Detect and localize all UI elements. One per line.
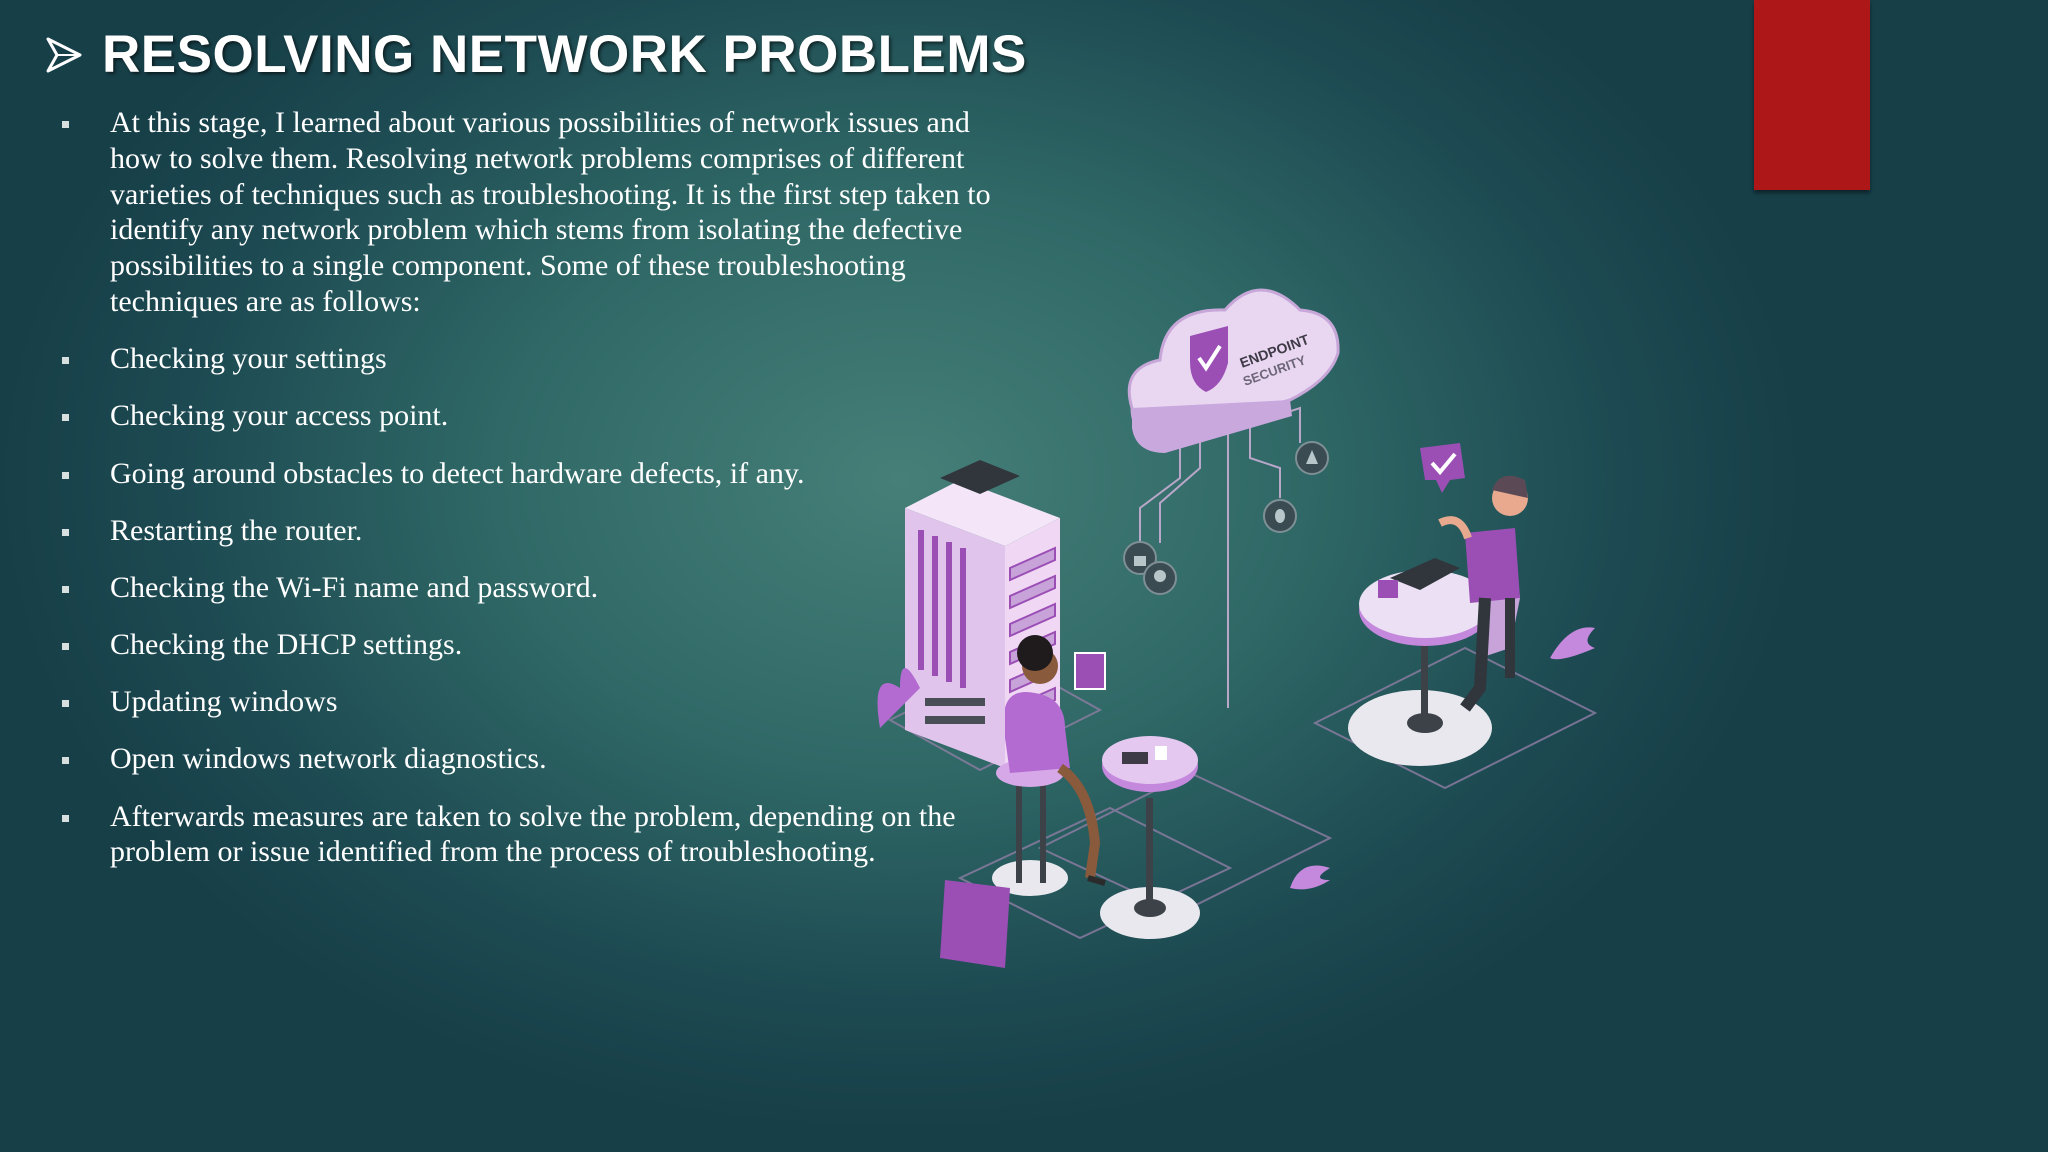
bullet-text: Updating windows xyxy=(110,685,338,719)
bullet-text: Checking your settings xyxy=(110,342,387,376)
bullet-marker xyxy=(62,528,69,536)
bullet-marker xyxy=(62,414,69,422)
bullet-marker xyxy=(62,643,69,651)
cloud-icon: ENDPOINT SECURITY xyxy=(1127,288,1340,453)
woman-at-table xyxy=(940,635,1200,968)
bullet-marker xyxy=(62,814,69,822)
bullet-item: Updating windows xyxy=(62,684,1022,720)
slide-title: RESOLVING NETWORK PROBLEMS xyxy=(102,25,1027,84)
security-bubbles xyxy=(1123,441,1329,595)
bullet-item: At this stage, I learned about various p… xyxy=(62,105,1022,320)
bullet-item: Open windows network diagnostics. xyxy=(62,741,1022,777)
bullet-item: Afterwards measures are taken to solve t… xyxy=(62,799,1022,871)
bullet-item: Checking your settings xyxy=(62,341,1022,377)
bullet-text: Open windows network diagnostics. xyxy=(110,742,547,776)
bullet-item: Restarting the router. xyxy=(62,513,1022,549)
bullet-marker xyxy=(62,471,69,479)
title-row: RESOLVING NETWORK PROBLEMS xyxy=(44,22,1027,88)
network-lines xyxy=(1139,406,1301,708)
bullet-list: At this stage, I learned about various p… xyxy=(62,105,1022,892)
endpoint-security-illustration: ENDPOINT SECURITY xyxy=(877,288,1598,968)
bullet-text: Checking the Wi-Fi name and password. xyxy=(110,570,599,604)
bullet-marker xyxy=(62,357,69,365)
bullet-text: At this stage, I learned about various p… xyxy=(110,106,991,318)
arrow-right-icon xyxy=(46,37,82,73)
bullet-text: Checking your access point. xyxy=(110,399,449,433)
bullet-item: Going around obstacles to detect hardwar… xyxy=(62,456,1022,492)
floor-tiles xyxy=(887,646,1598,940)
bullet-marker xyxy=(62,700,69,708)
red-accent-bar xyxy=(1754,0,1870,190)
bullet-text: Restarting the router. xyxy=(110,513,363,547)
man-at-table xyxy=(1348,443,1595,766)
bullet-item: Checking your access point. xyxy=(62,398,1022,434)
bullet-marker xyxy=(62,585,69,593)
plant-leaf xyxy=(1290,865,1330,890)
bullet-item: Checking the Wi-Fi name and password. xyxy=(62,570,1022,606)
bullet-text: Going around obstacles to detect hardwar… xyxy=(110,456,805,490)
bullet-marker xyxy=(62,757,69,765)
bullet-item: Checking the DHCP settings. xyxy=(62,627,1022,663)
bullet-marker xyxy=(62,121,69,128)
bullet-text: Checking the DHCP settings. xyxy=(110,628,463,662)
shield-check-icon xyxy=(1190,326,1228,392)
bullet-text: Afterwards measures are taken to solve t… xyxy=(110,799,956,869)
